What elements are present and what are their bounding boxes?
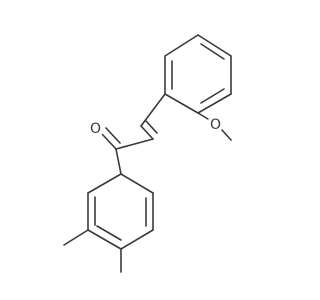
carbonyl-oxygen-background <box>89 120 105 136</box>
carbonyl-double-bond-main <box>101 133 117 150</box>
methyl-groups <box>63 229 122 273</box>
ring-to-alkene-bond <box>140 93 166 127</box>
upper-benzene-ring <box>164 34 232 114</box>
alkene-double-bond-main <box>140 125 154 140</box>
upper-ring-bond-3 <box>197 93 232 114</box>
lower-ring-bond-6 <box>87 173 122 194</box>
molecule-drawing: O O <box>63 34 232 273</box>
alkene-double-bond-inner <box>145 120 158 134</box>
lower-ring-bond-3 <box>120 229 154 250</box>
chemical-structure-diagram: O O <box>63 34 232 273</box>
upper-ring-inner-double-1 <box>200 43 225 60</box>
lower-benzene-ring <box>87 173 154 250</box>
upper-ring-bond-6 <box>164 34 199 57</box>
upper-ring-bond-4 <box>164 93 199 114</box>
methoxy-methyl-bond <box>221 129 232 141</box>
lower-ring-bond-1 <box>120 173 154 194</box>
methoxy-oxygen-background <box>207 116 223 132</box>
lower-ring-bond-4 <box>87 229 122 250</box>
carbonyl-double-bond-inner <box>105 127 121 144</box>
carbonyl-group: O <box>89 120 122 175</box>
meta-methyl-bond <box>63 229 89 246</box>
methoxy-group: O <box>197 112 232 141</box>
methoxy-oxygen-label: O <box>210 117 221 133</box>
alkene-to-carbonyl-bond <box>115 138 154 150</box>
ring-to-methoxy-oxygen-bond <box>197 112 209 120</box>
lower-ring-inner-double-3 <box>96 225 122 241</box>
upper-ring-inner-double-2 <box>200 88 225 104</box>
upper-ring-bond-1 <box>197 34 232 57</box>
alkene-linker <box>115 93 166 150</box>
carbonyl-to-lower-ring-bond <box>115 148 122 175</box>
carbonyl-oxygen-label: O <box>90 121 101 137</box>
